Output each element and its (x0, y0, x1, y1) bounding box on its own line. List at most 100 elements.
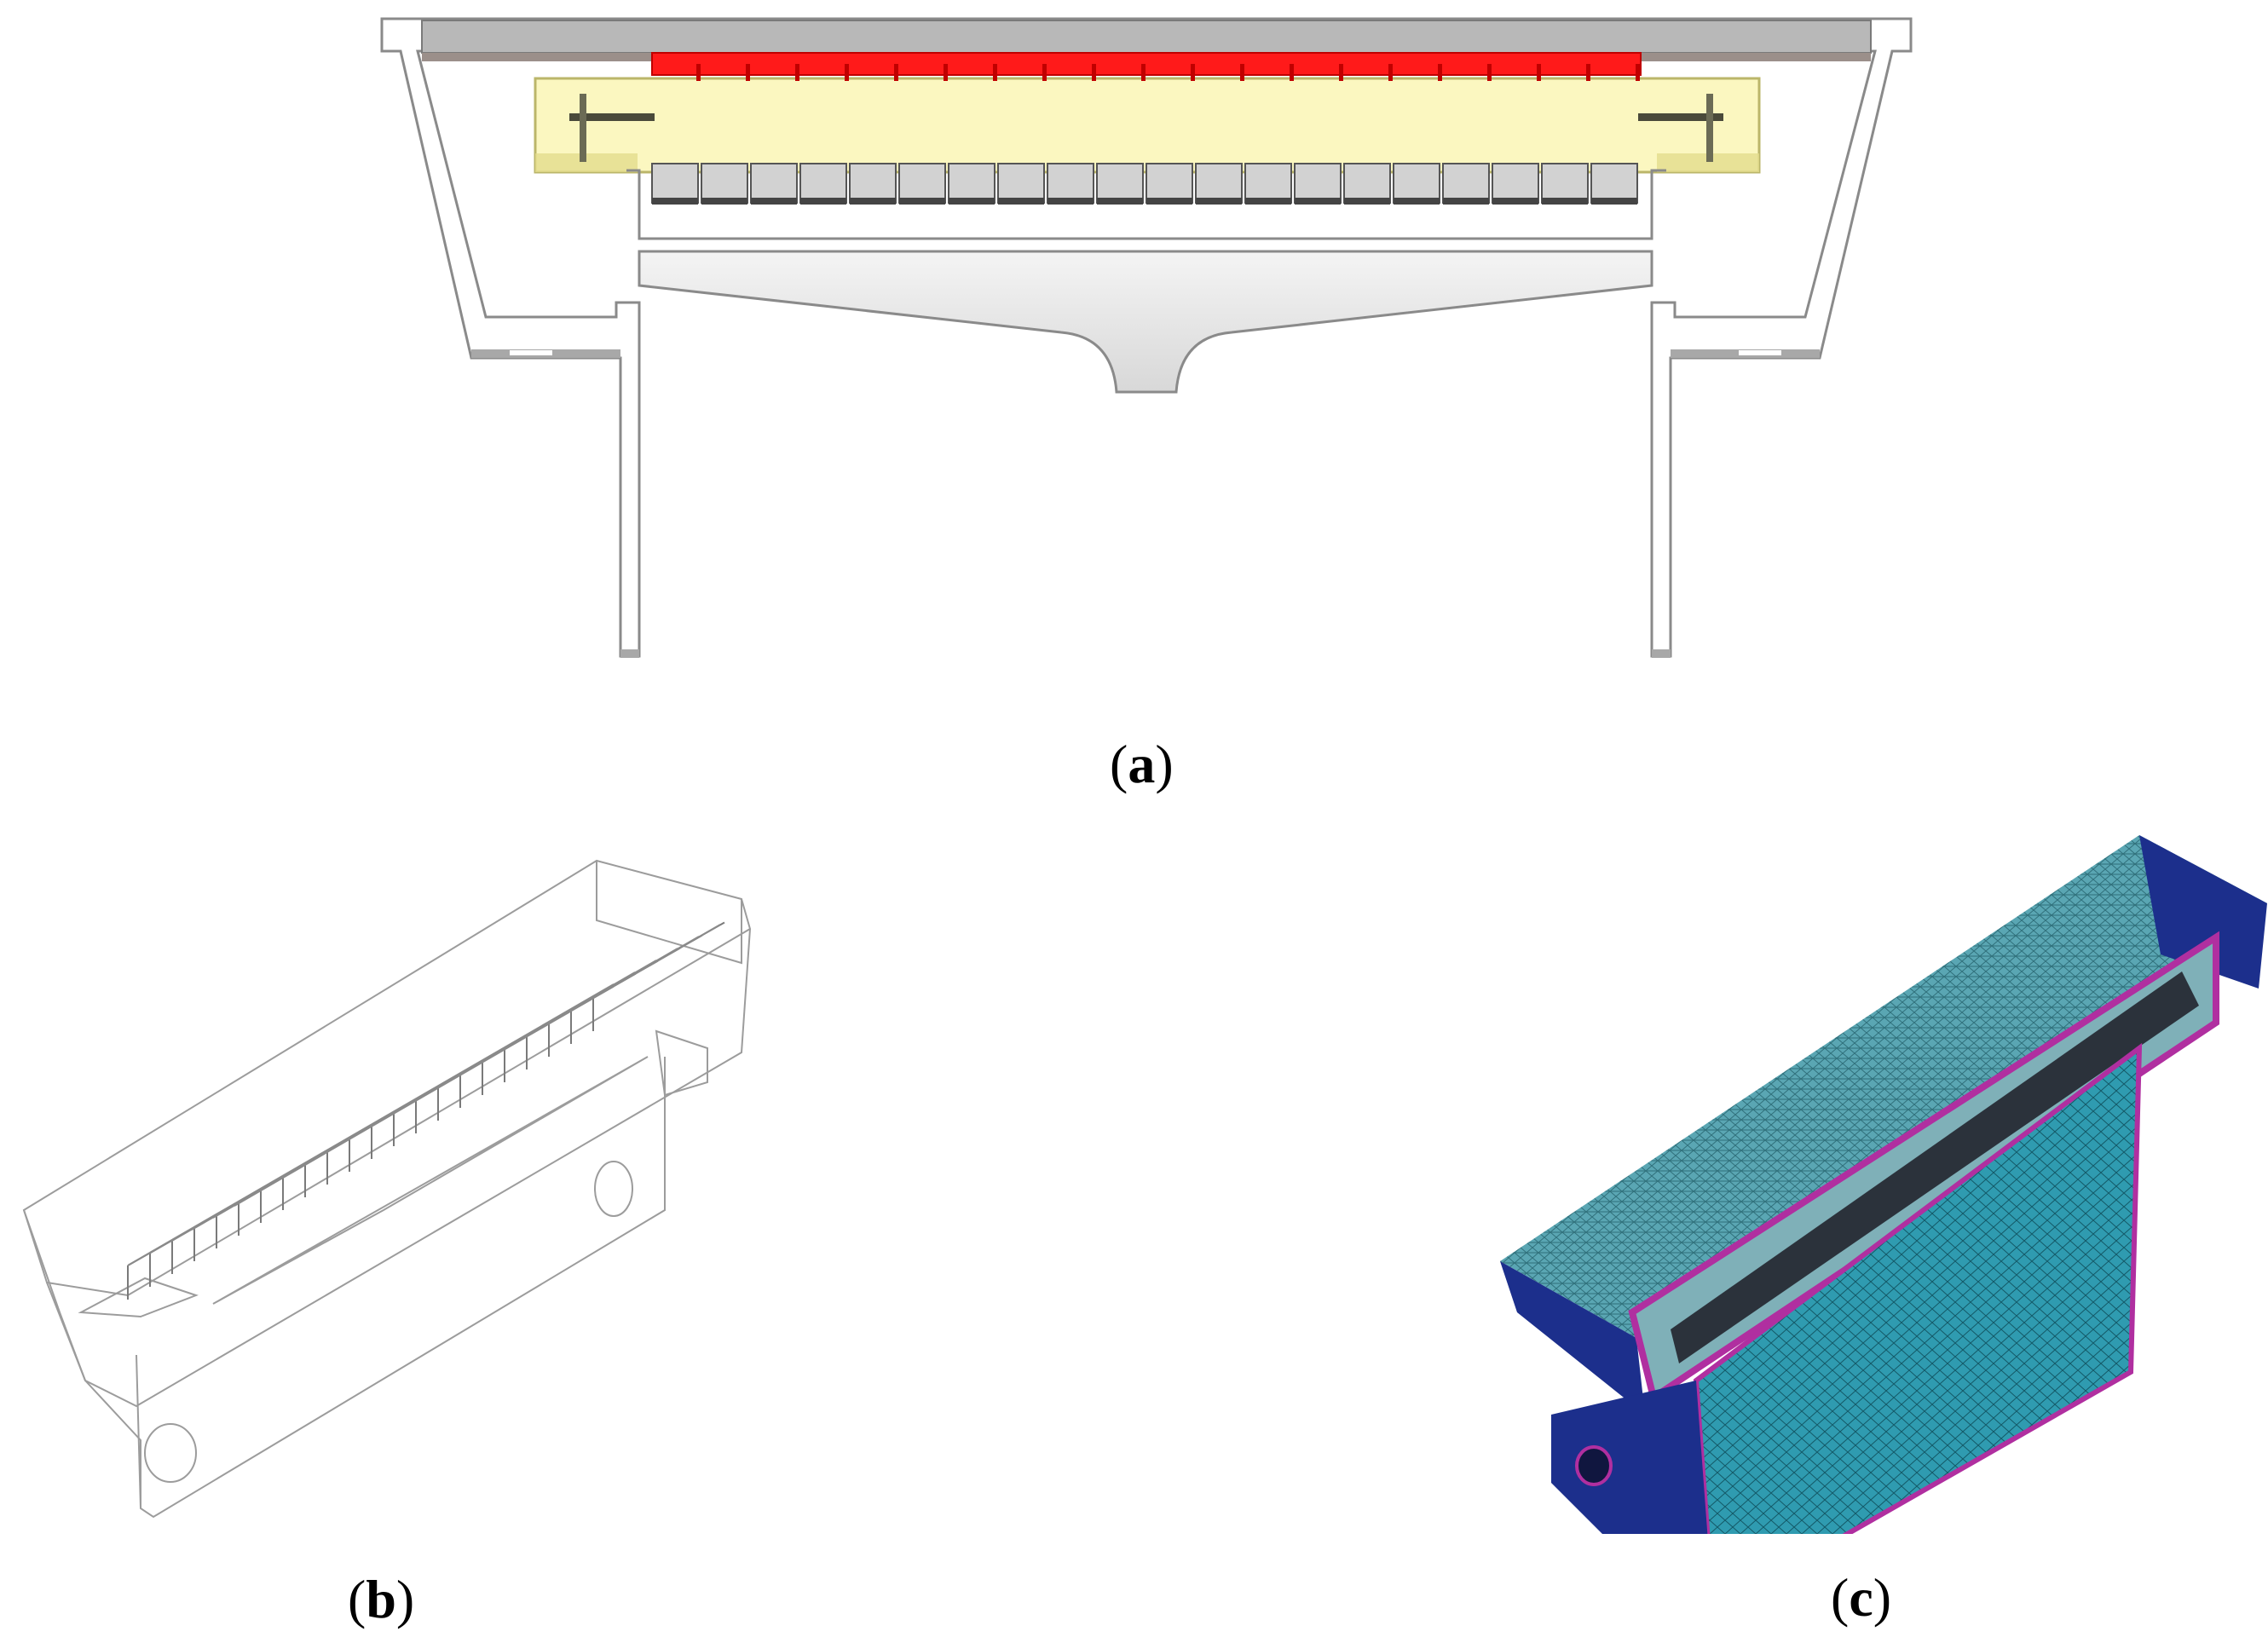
heater-tab (944, 64, 948, 81)
heater-tab (1586, 64, 1590, 81)
fin (750, 163, 798, 204)
fin (1492, 163, 1539, 204)
inner-chamber (626, 169, 1666, 240)
fin (1442, 163, 1490, 204)
heater-tab (795, 64, 799, 81)
caption-a: (a) (1110, 733, 1174, 796)
heater-plate (651, 52, 1642, 76)
fin-base (701, 198, 747, 205)
insulation-block (534, 77, 1761, 174)
caption-a-letter: a (1128, 734, 1156, 794)
right-end-cap (596, 861, 742, 965)
mesh-port (1575, 1445, 1613, 1486)
caption-b-letter: b (366, 1569, 396, 1629)
left-clamp-post (580, 94, 586, 162)
heat-sink-fins (651, 64, 1640, 205)
fin-base (751, 198, 797, 205)
panel-b-isometric-model: (b) (0, 844, 852, 1643)
fin-base (949, 198, 995, 205)
panel-a-cross-section: (a) (0, 0, 2268, 794)
mesh-left-end (1500, 1261, 1645, 1415)
fin-base (652, 198, 698, 205)
mesh-front-face (1693, 1042, 2143, 1534)
left-bottom-slot (510, 350, 552, 355)
fin (701, 163, 748, 204)
fin (1244, 163, 1292, 204)
fin (898, 163, 946, 204)
left-leg-tip (620, 649, 639, 658)
fin-base (1146, 198, 1192, 205)
caption-a-open: ( (1110, 734, 1128, 794)
heater-tab (1191, 64, 1195, 81)
mesh-top-face (1500, 835, 2267, 1338)
fin (1294, 163, 1342, 204)
right-clamp-post (1706, 94, 1713, 162)
fin (799, 163, 847, 204)
isometric-fin (570, 934, 703, 1044)
heater-tab (1290, 64, 1294, 81)
fin-base (1443, 198, 1489, 205)
caption-c-open: ( (1831, 1567, 1850, 1628)
fin-base (1047, 198, 1094, 205)
caption-c: (c) (1831, 1566, 1891, 1629)
heater-tab (1537, 64, 1541, 81)
isometric-fin-array (127, 921, 725, 1300)
caption-b: (b) (348, 1568, 414, 1631)
fin (1096, 163, 1144, 204)
heater-tab (1339, 64, 1343, 81)
mesh-left-lower-block (1551, 1381, 1708, 1534)
fin (1343, 163, 1391, 204)
caption-b-open: ( (348, 1569, 366, 1629)
heater-tab (1487, 64, 1492, 81)
left-port (144, 1423, 197, 1483)
right-clamp (1638, 113, 1723, 121)
right-port (594, 1161, 633, 1217)
right-foot (655, 1029, 708, 1097)
fin-base (1394, 198, 1440, 205)
heater-tab (894, 64, 898, 81)
housing-lower-box (136, 1057, 666, 1519)
housing-top-outline (22, 859, 752, 1297)
fin-base (899, 198, 945, 205)
right-leg-tip (1652, 649, 1671, 658)
fin-base (800, 198, 846, 205)
cross-section-diagram (380, 17, 1913, 658)
fin (997, 163, 1045, 204)
heater-tab (1141, 64, 1146, 81)
fin (1541, 163, 1589, 204)
fin (849, 163, 897, 204)
mesh-right-end (2139, 835, 2267, 989)
collector-tray (638, 250, 1653, 394)
insulation-left-shadow (535, 153, 638, 172)
caption-c-close: ) (1873, 1567, 1892, 1628)
heater-tab (993, 64, 997, 81)
mesh-dark-channel (1671, 971, 2199, 1363)
right-bottom-slot (1739, 350, 1781, 355)
fin (1146, 163, 1193, 204)
caption-c-letter: c (1849, 1567, 1873, 1628)
fin-base (1344, 198, 1390, 205)
heater-tab (1636, 64, 1640, 81)
fin-base (1492, 198, 1538, 205)
fin (651, 163, 699, 204)
caption-b-close: ) (395, 1569, 415, 1629)
heater-tab (1438, 64, 1442, 81)
inner-tray (212, 1056, 649, 1305)
housing-left-base (84, 1380, 141, 1508)
panel-c-mesh-model: (c) (1449, 818, 2268, 1643)
insulation-right-shadow (1657, 153, 1759, 172)
isometric-rail (234, 924, 721, 1207)
fin (1590, 163, 1638, 204)
fin-base (1542, 198, 1588, 205)
fin (948, 163, 995, 204)
housing-front-face (46, 928, 751, 1408)
fin-base (850, 198, 896, 205)
fin-base (1295, 198, 1341, 205)
heater-tab (845, 64, 849, 81)
fin (1047, 163, 1094, 204)
heater-tab (696, 64, 701, 81)
heater-tab (1240, 64, 1244, 81)
isometric-fin (548, 947, 681, 1057)
caption-a-close: ) (1155, 734, 1174, 794)
housing-back-edge (23, 1209, 86, 1381)
